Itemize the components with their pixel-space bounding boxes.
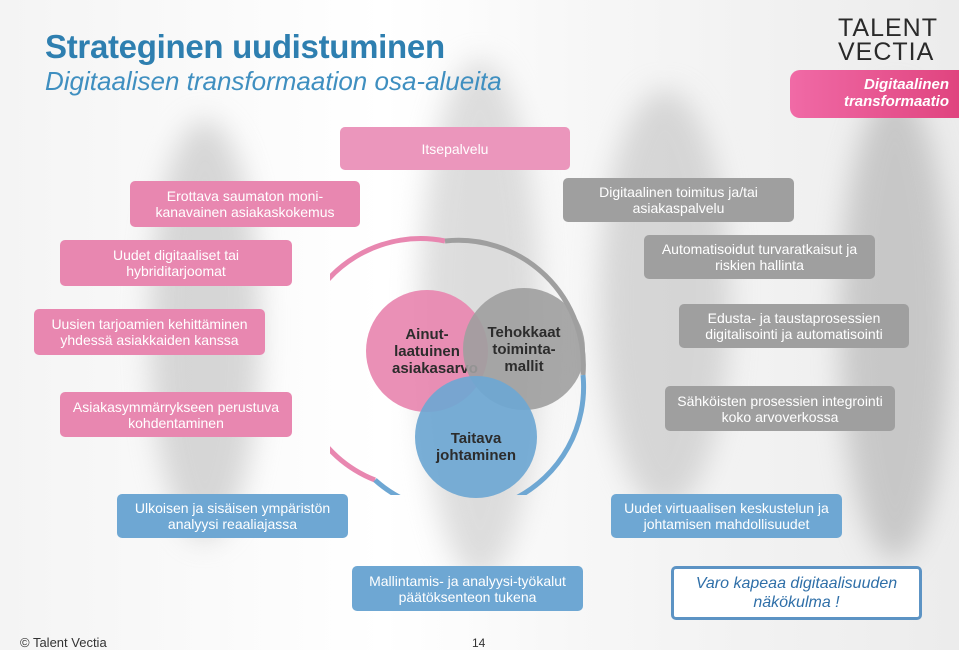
section-badge: Digitaalinen transformaatio: [790, 70, 959, 118]
page-title: Strateginen uudistuminen: [45, 28, 445, 65]
circle-operating-models: Tehokkaat toiminta-mallit: [463, 288, 585, 410]
pink-box-2: Uudet digitaaliset tai hybriditarjoomat: [60, 240, 292, 286]
logo-line-2: VECTIA: [838, 38, 935, 66]
blue-box-2: Uudet virtuaalisen keskustelun ja johtam…: [611, 494, 842, 538]
grey-box-4: Sähköisten prosessien integrointi koko a…: [665, 386, 895, 431]
badge-line-1: Digitaalinen: [863, 76, 949, 93]
badge-line-2: transformaatio: [843, 93, 949, 110]
pink-box-1: Erottava saumaton moni-kanavainen asiaka…: [130, 181, 360, 227]
blue-box-1: Ulkoisen ja sisäisen ympäristön analyysi…: [117, 494, 348, 538]
grey-box-3: Edusta- ja taustaprosessien digitalisoin…: [679, 304, 909, 348]
circle-leadership: Taitava johtaminen: [415, 376, 537, 498]
pink-box-4: Asiakasymmärrykseen perustuva kohdentami…: [60, 392, 292, 437]
grey-box-1: Digitaalinen toimitus ja/tai asiakaspalv…: [563, 178, 794, 222]
pink-box-3: Uusien tarjoamien kehittäminen yhdessä a…: [34, 309, 265, 355]
page-subtitle: Digitaalisen transformaation osa-alueita: [45, 66, 502, 96]
grey-box-2: Automatisoidut turvaratkaisut ja riskien…: [644, 235, 875, 279]
box-itsepalvelu: Itsepalvelu: [340, 127, 570, 170]
logo-line-1: TALENT: [838, 14, 938, 42]
blue-box-3: Mallintamis- ja analyysi-työkalut päätök…: [352, 566, 583, 611]
page-number: 14: [472, 636, 486, 650]
background-figure: [600, 90, 730, 510]
footer-copyright: © Talent Vectia: [20, 635, 107, 650]
callout-warning: Varo kapeaa digitaalisuuden näkökulma !: [671, 566, 922, 620]
talent-vectia-logo: TALENT VECTIA: [838, 14, 942, 66]
